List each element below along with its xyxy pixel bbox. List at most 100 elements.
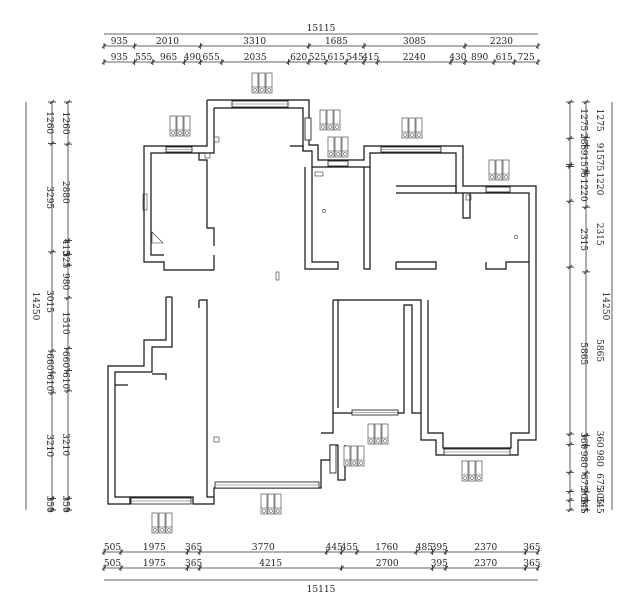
top-dim-detail: 935 [111, 53, 128, 63]
socket-tag [461, 460, 483, 482]
left-dim-segment: 1260 [60, 112, 70, 135]
top-dim-detail: 490 [184, 53, 201, 63]
top-dim-segment: 3310 [243, 37, 266, 47]
socket-tag [169, 115, 191, 137]
left-dim-detail: 3015 [44, 290, 54, 313]
right-dim-segment: 980 [578, 451, 588, 468]
left-dim-segment: 415 [60, 239, 70, 256]
switch-icon [204, 152, 211, 159]
top-dim-segment: 1685 [325, 37, 348, 47]
bottom-dim-segment: 455 [341, 543, 358, 553]
right-dim-segment: 1275 [578, 108, 588, 131]
top-dim-detail: 430 [449, 53, 466, 63]
left-dim-segment: 980 [60, 273, 70, 290]
left-dim-segment: 1510 [60, 312, 70, 335]
right-dim-segment: 915 [578, 150, 588, 167]
left-dim-segment: 350 [60, 496, 70, 513]
window-small-top [327, 160, 349, 167]
bottom-dim-detail: 2700 [376, 559, 399, 569]
switch-icon [213, 436, 220, 443]
socket-tag [401, 117, 423, 139]
top-dim-detail: 890 [471, 53, 488, 63]
bottom-dim-segment: 2370 [474, 543, 497, 553]
right-dim-segment: 345 [578, 497, 588, 514]
top-dim-detail: 725 [518, 53, 535, 63]
right-dim-detail: 1220 [594, 172, 604, 195]
top-dim-detail: 965 [160, 53, 177, 63]
right-total-dim: 14250 [600, 292, 610, 321]
bottom-dim-segment: 1760 [375, 543, 398, 553]
bottom-total-dim: 15115 [307, 585, 336, 595]
bottom-dim-segment: 395 [431, 543, 448, 553]
right-dim-segment: 285 [578, 133, 588, 150]
bottom-dim-detail: 4215 [259, 559, 282, 569]
walls [107, 99, 537, 505]
bottom-dim-detail: 395 [431, 559, 448, 569]
top-dim-detail: 415 [362, 53, 379, 63]
window-right-upper [485, 186, 511, 193]
right-dim-segment: 675 [578, 474, 588, 491]
left-dim-segment: 325 [60, 251, 70, 268]
right-dim-detail: 2315 [594, 223, 604, 246]
switch-icon [314, 171, 324, 177]
socket-tag [343, 445, 365, 467]
bottom-dim-detail: 505 [104, 559, 121, 569]
left-dim-detail: 3295 [44, 186, 54, 209]
socket-tag [319, 109, 341, 131]
bottom-dim-segment: 365 [185, 543, 202, 553]
bottom-dim-segment: 365 [523, 543, 540, 553]
right-dim-detail: 345 [594, 497, 604, 514]
windows [130, 100, 511, 505]
right-dim-segment: 5865 [578, 342, 588, 365]
left-dim-detail: 350 [44, 496, 54, 513]
stair-fixture [142, 193, 148, 211]
top-dim-detail: 615 [496, 53, 513, 63]
left-dim-detail: 3210 [44, 434, 54, 457]
top-dim-segment: 3085 [403, 37, 426, 47]
switch-icon [465, 194, 472, 201]
outlet-icon [514, 235, 518, 239]
right-dim-detail: 5865 [594, 339, 604, 362]
right-dim-detail: 360 [594, 431, 604, 448]
right-dimension-chain: 14250 1275285915751220231558653609806753… [566, 99, 613, 514]
bottom-dim-segment: 505 [104, 543, 121, 553]
outlet-icon [322, 209, 326, 213]
left-dim-detail: 1260 [44, 111, 54, 134]
right-dim-detail: 305 [594, 487, 604, 504]
right-dim-detail: 1275 [594, 109, 604, 132]
socket-tag [151, 512, 173, 534]
bottom-dim-detail: 365 [523, 559, 540, 569]
socket-tag [251, 72, 273, 94]
top-dim-segment: 2230 [490, 37, 513, 47]
right-dim-detail: 675 [594, 473, 604, 490]
switch-icon [213, 136, 220, 143]
switch-icon [275, 271, 280, 281]
top-dim-detail: 555 [135, 53, 152, 63]
left-dim-segment: 3210 [60, 433, 70, 456]
electrical-tags [151, 72, 510, 534]
right-dim-detail: 75 [594, 160, 604, 172]
top-dim-detail: 2035 [244, 53, 267, 63]
bottom-dim-segment: 485 [416, 543, 433, 553]
socket-tag [488, 159, 510, 181]
top-dim-detail: 620 [290, 53, 307, 63]
bottom-dim-segment: 445 [326, 543, 343, 553]
socket-tag [367, 423, 389, 445]
bottom-dim-detail: 365 [185, 559, 202, 569]
top-dim-detail: 525 [309, 53, 326, 63]
top-dim-detail: 655 [203, 53, 220, 63]
socket-tag [327, 136, 349, 158]
right-dim-segment: 305 [578, 488, 588, 505]
right-dim-segment: 75 [578, 166, 588, 178]
right-dim-segment: 1220 [578, 179, 588, 202]
right-dim-segment: 360 [578, 432, 588, 449]
right-dim-segment: 2315 [578, 228, 588, 251]
left-dim-segment: 660 [60, 351, 70, 368]
left-dim-segment: 610 [60, 372, 70, 389]
bottom-dim-detail: 1975 [143, 559, 166, 569]
right-dim-detail: 915 [594, 143, 604, 160]
bottom-dim-segment: 1975 [143, 543, 166, 553]
left-dim-detail: 660 [44, 353, 54, 370]
